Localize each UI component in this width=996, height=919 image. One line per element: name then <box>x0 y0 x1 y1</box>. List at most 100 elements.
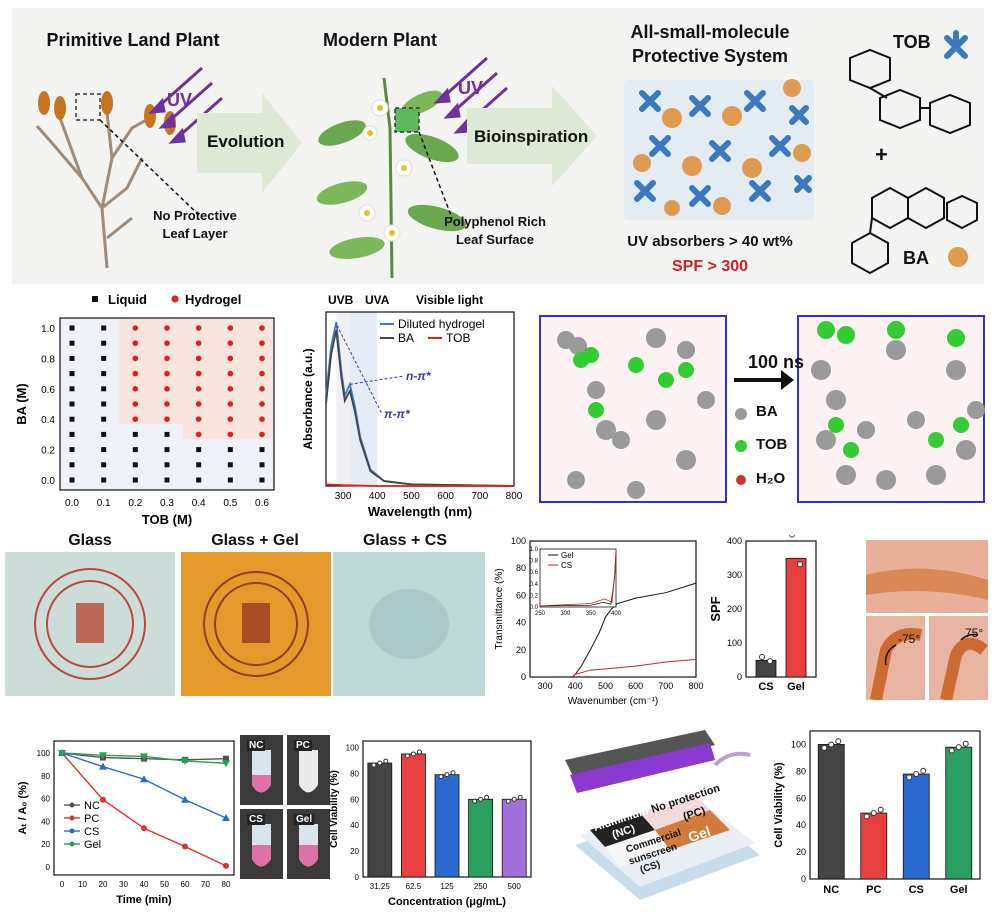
hydrogel-region <box>119 318 274 439</box>
bar-3 <box>468 798 494 878</box>
y-tick-label: 20 <box>796 847 806 857</box>
bar-1 <box>401 753 426 878</box>
y-axis-label: Cell Viability (%) <box>329 770 340 848</box>
x-tick-label: CS <box>909 884 924 896</box>
x-tick-label: 250 <box>474 882 488 891</box>
data-point <box>410 751 416 757</box>
plot-frame <box>529 540 697 678</box>
inset-frame <box>539 548 617 608</box>
series-line-1 <box>571 658 697 678</box>
y-tick-label: 60 <box>41 795 50 804</box>
data-point <box>517 794 523 800</box>
data-point <box>58 750 66 757</box>
uv-arrows-2 <box>433 56 508 134</box>
y-tick-label: 40 <box>796 820 806 830</box>
hydrogel-point <box>259 416 265 422</box>
hydrogel-point <box>164 340 170 346</box>
liquid-point <box>164 462 170 468</box>
legend-label-1: CS <box>561 561 572 570</box>
x-tick-label: 0.5 <box>223 498 237 509</box>
liquid-point <box>69 340 75 346</box>
liquid-point <box>101 431 107 437</box>
data-point <box>505 798 511 804</box>
liquid-point <box>101 416 107 422</box>
region-gel <box>655 810 730 850</box>
data-point <box>962 740 969 747</box>
md-h2o-label: H₂O <box>756 470 786 487</box>
hydrogel-point <box>195 355 202 362</box>
data-point <box>948 747 955 754</box>
bar-0 <box>367 762 393 878</box>
hydrogel-point <box>164 401 170 407</box>
tube-label-pc: PC <box>294 740 312 751</box>
hydrogel-point <box>132 340 139 346</box>
y-tick-label: 0 <box>521 672 526 682</box>
hydrogel-point <box>195 401 202 407</box>
visible-label: Visible light <box>416 293 483 307</box>
x-tick-label: 31.25 <box>370 882 391 891</box>
y-tick-label: 60 <box>516 590 526 600</box>
hydrogel-point <box>132 416 139 422</box>
liquid-point <box>259 477 265 483</box>
liquid-point <box>69 477 75 483</box>
md-tob-icon <box>735 440 747 452</box>
pi-pi-pointer <box>336 325 383 415</box>
inset-x-tick: 400 <box>611 611 622 617</box>
x-tick-label: 60 <box>181 880 190 889</box>
uva-band <box>349 312 378 486</box>
uv-setup-illustration <box>565 730 760 900</box>
liquid-point <box>69 431 75 437</box>
data-point <box>181 757 189 765</box>
x-tick-label: 400 <box>568 681 583 691</box>
polyphenol-label-2: Leaf Surface <box>455 232 535 247</box>
bar-gel <box>785 557 807 678</box>
x-tick-label: 0.2 <box>128 498 142 509</box>
y-tick-label: 0.2 <box>41 446 55 457</box>
data-point <box>100 796 106 803</box>
y-tick-label: 100 <box>346 743 360 752</box>
x-axis-label: Wavelength (nm) <box>368 504 472 519</box>
data-point <box>182 843 188 850</box>
modern-zoom-box <box>394 107 420 133</box>
no-protective-label-1: No Protective <box>153 208 237 223</box>
legend-hydrogel-label: Hydrogel <box>185 292 241 307</box>
x-tick-label: 20 <box>99 880 108 889</box>
legend-label-3: Gel <box>84 839 101 851</box>
liquid-point <box>164 447 170 453</box>
x-tick-label: Gel <box>787 681 805 693</box>
legend-label-2: CS <box>84 826 99 838</box>
data-point <box>404 753 410 759</box>
data-point <box>383 758 389 764</box>
y-tick-label: 20 <box>516 645 526 655</box>
md-arrow <box>781 370 794 390</box>
plot-frame <box>745 540 817 678</box>
x-tick-label: 70 <box>201 880 210 889</box>
md-ba-icon <box>735 408 747 420</box>
spf-label: SPF > 300 <box>671 258 749 275</box>
hydrogel-point <box>132 386 139 392</box>
angle-label-right: 75° <box>965 626 984 640</box>
y-tick-label: 400 <box>727 536 742 546</box>
liquid-point <box>69 371 75 377</box>
x-tick-label: 40 <box>140 880 149 889</box>
inset-y-tick: 0.8 <box>530 559 539 565</box>
data-point <box>371 762 377 768</box>
legend-label-2: TOB <box>446 331 470 345</box>
hydrogel-point <box>227 431 234 438</box>
liquid-point <box>227 447 233 453</box>
x-tick-label: 0 <box>60 880 65 889</box>
x-tick-label: CS <box>758 681 773 693</box>
uv-label-2: UV <box>458 78 484 98</box>
md-ba-label: BA <box>756 403 778 420</box>
y-tick-label: 60 <box>796 793 806 803</box>
inset-y-tick: 1.0 <box>530 547 539 553</box>
legend-label-0: Diluted hydrogel <box>398 317 485 331</box>
y-tick-label: 0.4 <box>41 415 55 426</box>
liquid-point <box>259 462 265 468</box>
hydrogel-point <box>259 370 265 377</box>
x-tick-label: 600 <box>437 491 454 502</box>
hydrogel-point <box>227 325 234 331</box>
